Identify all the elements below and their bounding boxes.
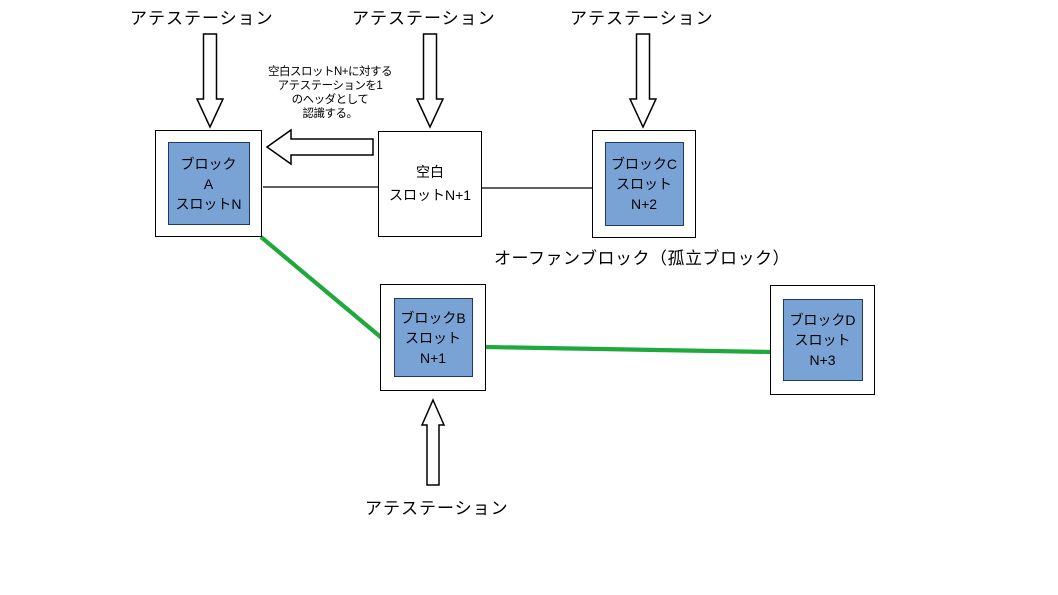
note-line: のヘッダとして xyxy=(291,94,369,106)
chain-line-b-d xyxy=(484,344,773,355)
node-label-line: A xyxy=(203,175,214,192)
note-line: アテステーションを1 xyxy=(277,80,383,92)
node-label-line: N+3 xyxy=(809,352,836,368)
node-label-line: スロットN+1 xyxy=(388,187,472,203)
attestation-label-bottom: アテステーション xyxy=(365,499,509,518)
attestation-label-3: アテステーション xyxy=(570,9,714,28)
node-block-c: ブロックC スロット N+2 xyxy=(592,130,696,238)
down-arrow-icon-1 xyxy=(195,33,225,129)
node-block-b-inner: ブロックB スロット N+1 xyxy=(393,298,473,377)
left-arrow-icon xyxy=(265,128,374,166)
node-label-line: ブロック xyxy=(180,155,237,172)
note-text: 空白スロットN+に対する アテステーションを1 のヘッダとして 認識する。 xyxy=(250,65,410,121)
fork-line-a-b xyxy=(259,235,385,341)
node-label-line: ブロックD xyxy=(789,312,856,328)
attestation-label-1: アテステーション xyxy=(130,9,274,28)
node-block-b: ブロックB スロット N+1 xyxy=(380,284,486,391)
node-block-d-inner: ブロックD スロット N+3 xyxy=(782,299,863,381)
node-block-c-inner: ブロックC スロット N+2 xyxy=(604,142,684,226)
node-label-line: スロット xyxy=(405,329,461,346)
node-label-line: スロット xyxy=(616,176,672,192)
node-label-line: スロット xyxy=(794,332,851,348)
node-label-line: N+1 xyxy=(419,349,447,366)
note-line: 空白スロットN+に対する xyxy=(267,66,393,78)
node-label-line: スロットN xyxy=(175,195,242,212)
attestation-label-2: アテステーション xyxy=(352,9,496,28)
node-label-line: ブロックC xyxy=(610,156,678,172)
node-block-a-inner: ブロック A スロットN xyxy=(167,142,250,225)
node-label-line: ブロックB xyxy=(400,309,466,326)
down-arrow-icon-2 xyxy=(415,33,445,129)
down-arrow-icon-3 xyxy=(628,33,658,129)
node-label-line: 空白 xyxy=(416,164,444,180)
orphan-caption: オーファンブロック（孤立ブロック） xyxy=(494,249,790,268)
up-arrow-icon xyxy=(420,398,446,486)
node-blank-slot: 空白 スロットN+1 xyxy=(378,131,482,237)
node-label-line: N+2 xyxy=(630,196,658,212)
node-block-d: ブロックD スロット N+3 xyxy=(770,285,875,395)
node-block-a: ブロック A スロットN xyxy=(155,130,262,237)
note-line: 認識する。 xyxy=(302,108,359,120)
